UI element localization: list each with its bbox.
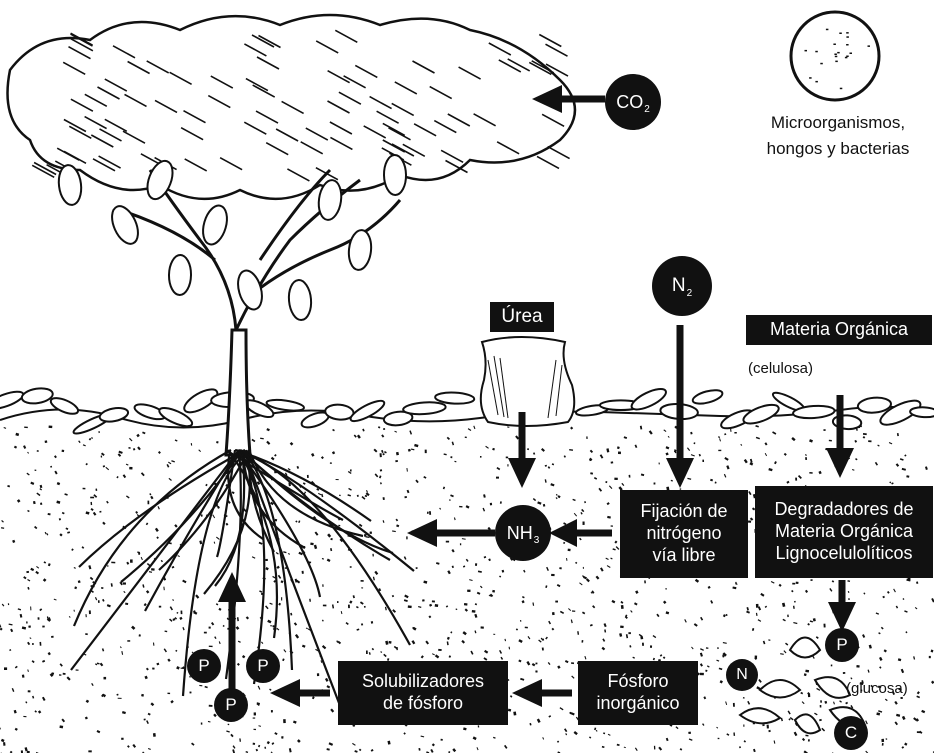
p-circle-roots-3: P — [214, 688, 248, 722]
celulosa-label: (celulosa) — [748, 360, 813, 377]
co2-text: CO — [616, 92, 643, 113]
fosforo-inorganico-label: Fósforo inorgánico — [578, 661, 698, 725]
n2-text: N — [672, 275, 686, 297]
nh3-text: NH — [507, 523, 533, 544]
solubilizadores-label: Solubilizadores de fósforo — [338, 661, 508, 725]
p-circle-glucosa: P — [825, 628, 859, 662]
n-circle: N — [726, 659, 758, 691]
p-text: P — [836, 635, 847, 655]
microorganisms-caption: Microorganismos, hongos y bacterias — [748, 110, 928, 163]
tree-canopy — [8, 15, 576, 199]
n2-subscript: 2 — [687, 288, 693, 299]
nh3-subscript: 3 — [534, 535, 540, 546]
urea-label: Úrea — [490, 302, 554, 332]
p-text: P — [198, 656, 209, 676]
p-text: P — [257, 656, 268, 676]
p-circle-roots-2: P — [246, 649, 280, 683]
materia-organica-label: Materia Orgánica — [746, 315, 932, 345]
co2-subscript: 2 — [644, 104, 650, 115]
c-text: C — [845, 723, 857, 743]
degradadores-label: Degradadores de Materia Orgánica Lignoce… — [755, 486, 933, 578]
fijacion-label: Fijación de nitrógeno vía libre — [620, 490, 748, 578]
urea-sack — [481, 337, 574, 426]
c-circle: C — [834, 716, 868, 750]
ground-leaf-litter — [0, 385, 934, 437]
n-text: N — [736, 666, 748, 684]
glucosa-label: (glucosa) — [846, 680, 908, 697]
p-circle-roots-1: P — [187, 649, 221, 683]
p-text: P — [225, 695, 236, 715]
microorganism-symbol — [791, 12, 879, 100]
